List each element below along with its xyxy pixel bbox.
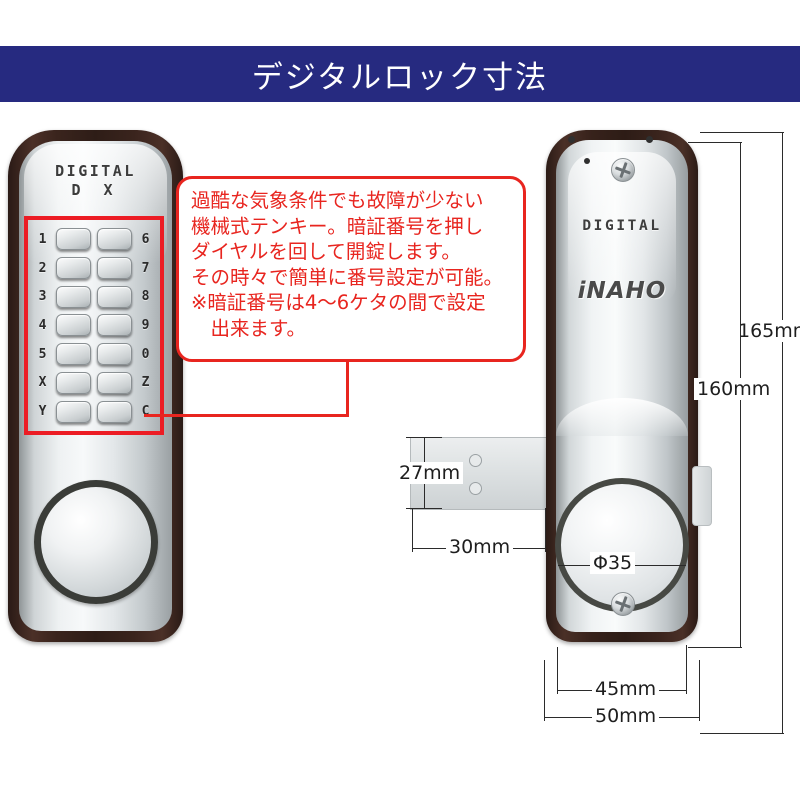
key-button-6[interactable] [97, 228, 132, 251]
right-lock-brand-line1: DIGITAL [582, 218, 662, 234]
left-lock-keypad-unit: DIGITAL D X 1 6 2 7 3 [8, 130, 183, 642]
key-button-9[interactable] [97, 314, 132, 337]
keypad[interactable]: 1 6 2 7 3 8 4 [28, 220, 160, 431]
dim-30-ext-left [412, 508, 413, 552]
keypad-row: 4 9 [32, 311, 156, 340]
dim-165-line [782, 132, 783, 734]
key-button-2[interactable] [56, 257, 91, 280]
left-lock-brand: DIGITAL D X [8, 162, 183, 200]
key-button-z[interactable] [97, 371, 132, 394]
key-label-x: X [38, 375, 47, 391]
keypad-row: 1 6 [32, 225, 156, 254]
dim-50-label: 50mm [592, 705, 660, 727]
key-button-x[interactable] [56, 371, 91, 394]
key-label-2: 2 [38, 260, 47, 276]
key-label-3: 3 [38, 289, 47, 305]
page-header-banner: デジタルロック寸法 [0, 46, 800, 102]
keypad-row: 5 0 [32, 340, 156, 369]
screw-icon-bottom [611, 592, 635, 616]
dial-marker-dot-inner [584, 158, 590, 164]
dim-160-ext-bottom [688, 647, 742, 648]
keypad-highlight-box: 1 6 2 7 3 8 4 [24, 216, 164, 435]
right-lock-side-tab [692, 466, 712, 526]
key-button-0[interactable] [97, 343, 132, 366]
dim-30-ext-right [545, 508, 546, 552]
key-button-3[interactable] [56, 285, 91, 308]
key-button-1[interactable] [56, 228, 91, 251]
left-lock-dial[interactable] [33, 480, 158, 604]
dim-165-ext-bottom [700, 733, 784, 734]
key-button-4[interactable] [56, 314, 91, 337]
key-button-y[interactable] [56, 400, 91, 423]
key-label-5: 5 [38, 346, 47, 362]
callout-leader-horizontal [144, 414, 349, 417]
dim-50-ext-left [544, 660, 545, 721]
key-label-1: 1 [38, 231, 47, 247]
dim-45-ext-right [686, 645, 687, 694]
key-button-7[interactable] [97, 257, 132, 280]
dial-marker-dot-left [568, 136, 575, 143]
left-lock-brand-line2: D X [71, 181, 120, 199]
dim-45-label: 45mm [592, 678, 660, 700]
key-label-9: 9 [141, 317, 150, 333]
keypad-row: 3 8 [32, 282, 156, 311]
key-label-z: Z [141, 375, 150, 391]
keypad-row: 2 7 [32, 254, 156, 283]
keypad-row: X Z [32, 369, 156, 398]
key-button-c[interactable] [97, 400, 132, 423]
dim-27-ext-bottom [406, 508, 442, 509]
key-label-c: C [141, 404, 150, 420]
dim-45-ext-left [557, 647, 558, 694]
dim-27-ext-top [406, 437, 442, 438]
key-label-0: 0 [141, 346, 150, 362]
key-label-y: Y [38, 404, 47, 420]
key-label-7: 7 [141, 260, 150, 276]
dim-50-ext-right [699, 660, 700, 721]
key-button-5[interactable] [56, 343, 91, 366]
screw-icon-top [611, 158, 635, 182]
key-button-8[interactable] [97, 285, 132, 308]
dim-165-label: 165mm [735, 320, 800, 342]
annotation-callout-box: 過酷な気象条件でも故障が少ない 機械式テンキー。暗証番号を押し ダイヤルを回して… [176, 176, 526, 362]
dim-27-label: 27mm [396, 462, 464, 484]
dim-30-label: 30mm [446, 536, 514, 558]
right-lock-contour-band [556, 398, 688, 436]
strike-plate-hole-lower [469, 482, 482, 495]
annotation-callout-text: 過酷な気象条件でも故障が少ない 機械式テンキー。暗証番号を押し ダイヤルを回して… [191, 189, 504, 340]
keypad-row: Y C [32, 397, 156, 426]
dim-phi35-label: Φ35 [590, 552, 636, 574]
dim-160-label: 160mm [694, 378, 774, 400]
key-label-6: 6 [141, 231, 150, 247]
page-title: デジタルロック寸法 [251, 59, 549, 96]
left-lock-brand-line1: DIGITAL [55, 162, 136, 180]
callout-leader-vertical [346, 361, 349, 417]
key-label-8: 8 [141, 289, 150, 305]
dim-160-ext-top [688, 142, 742, 143]
dial-marker-dot-right [646, 136, 653, 143]
right-lock-brand-line2: iNAHO [577, 278, 667, 304]
dim-165-ext-top [700, 132, 784, 133]
strike-plate-hole-upper [469, 454, 482, 467]
key-label-4: 4 [38, 317, 47, 333]
